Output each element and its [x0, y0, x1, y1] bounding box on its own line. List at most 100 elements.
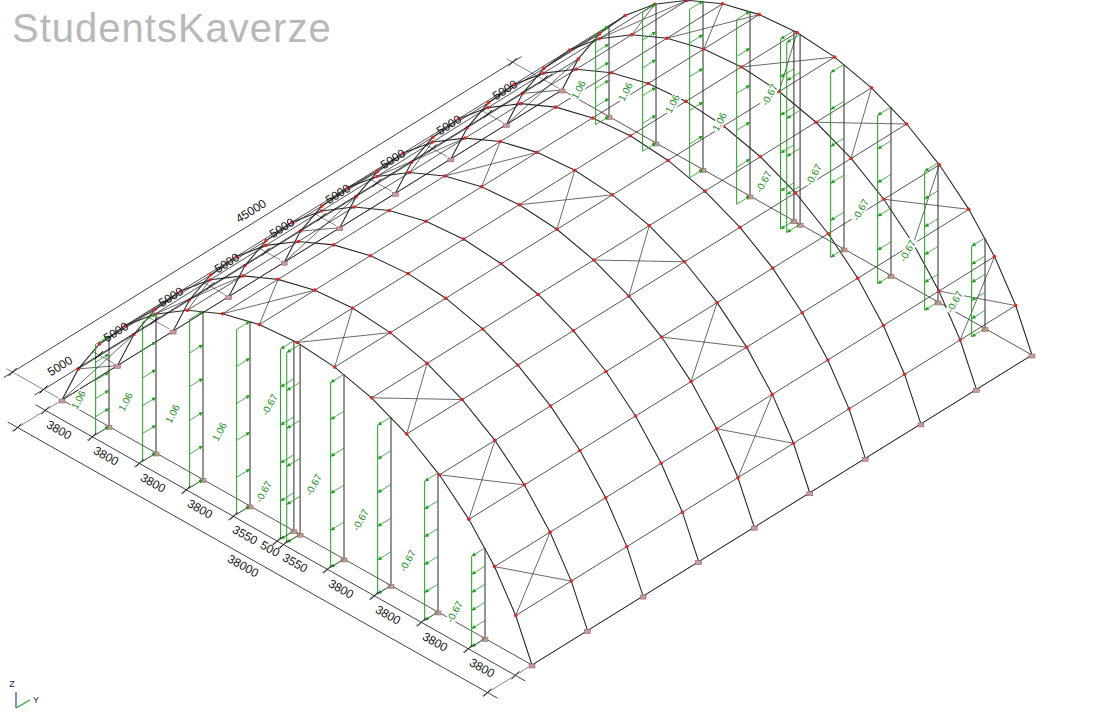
support-symbol [281, 261, 287, 265]
arrow-head [287, 463, 291, 467]
extension-line [482, 679, 510, 696]
load-arrow [143, 370, 156, 378]
support-symbol [559, 89, 565, 93]
dimension-label: 3800 [185, 497, 214, 521]
node-dot [740, 65, 744, 69]
dimension-line [4, 57, 522, 378]
node-dot [241, 274, 245, 278]
bracing-line [523, 90, 562, 93]
purlin-line [259, 15, 759, 325]
load-arrow [331, 522, 344, 530]
dimension-label: 38000 [225, 553, 260, 580]
node-dot [463, 136, 467, 140]
node-dot [500, 262, 504, 266]
node-dot [295, 341, 299, 345]
dimension-label: 5000 [490, 78, 519, 102]
node-dot [481, 327, 485, 331]
dimension-line [35, 405, 525, 681]
extension-line [259, 248, 280, 260]
node-dot [431, 140, 435, 144]
gable-base-line [62, 400, 532, 665]
arch-frame [451, 69, 921, 424]
gable-post [985, 238, 986, 329]
load-arrow [472, 548, 485, 556]
arch-frame [395, 104, 865, 459]
node-dot [542, 67, 546, 71]
load-arrow [737, 196, 750, 204]
support-symbol [918, 423, 924, 427]
node-dot [462, 237, 466, 241]
arrow-head [246, 506, 250, 510]
load-arrow [737, 48, 750, 56]
arch-frame [562, 0, 1032, 355]
arrow-head [787, 115, 791, 119]
load-arrow [425, 556, 438, 564]
node-dot [574, 67, 578, 71]
arch-frame [118, 276, 588, 631]
node-dot [264, 244, 268, 248]
gable-post [609, 26, 610, 117]
gable-post [750, 11, 751, 196]
support-symbol [529, 664, 535, 668]
load-arrow [596, 62, 609, 70]
load-arrow [596, 26, 609, 34]
arrow-head [105, 354, 109, 358]
node-dot [313, 288, 317, 292]
load-arrow [378, 484, 391, 492]
load-arrow [331, 485, 344, 493]
node-dot [758, 13, 762, 17]
arrow-head [472, 607, 476, 611]
node-dots [76, 0, 1017, 617]
node-dot [444, 296, 448, 300]
node-dot [833, 55, 837, 59]
arrow-head [105, 372, 109, 376]
arrow-head [699, 1, 703, 5]
node-dot [460, 398, 464, 402]
node-dot [745, 345, 749, 349]
arrow-head [281, 421, 285, 425]
purlin-line [297, 33, 797, 343]
node-dot [431, 135, 435, 139]
node-dot [847, 407, 851, 411]
node-dot [519, 102, 523, 106]
load-arrow [787, 110, 800, 118]
arrow-head [972, 297, 976, 301]
arrow-head [781, 149, 785, 153]
dimension-label: 5000 [434, 113, 463, 137]
load-line [330, 382, 331, 567]
arrow-head [281, 497, 285, 501]
load-arrow [331, 448, 344, 456]
node-dot [665, 36, 669, 40]
node-dot [759, 155, 763, 159]
arch-frame [284, 173, 754, 528]
load-arrow [331, 374, 344, 382]
bracing-line [557, 170, 575, 229]
node-dot [660, 335, 664, 339]
gable-post [438, 473, 439, 612]
arrow-head [787, 77, 791, 81]
load-line [642, 12, 643, 151]
node-dot [572, 329, 576, 333]
arrow-head [331, 453, 335, 457]
purlin-line [439, 165, 939, 475]
axis-label: Z [9, 680, 15, 689]
support-symbol [337, 227, 343, 231]
load-arrow [96, 354, 109, 362]
dimension-label: 3800 [373, 603, 402, 627]
load-arrow [972, 329, 985, 337]
dimension-label: 5000 [268, 216, 297, 240]
extension-line [315, 214, 336, 226]
node-dot [375, 175, 379, 179]
node-dot [703, 189, 707, 193]
node-dot [209, 273, 213, 277]
node-dot [438, 473, 442, 477]
arrow-head [331, 379, 335, 383]
load-arrow [972, 292, 985, 300]
wind-load-value: -0.67 [398, 548, 418, 575]
load-line [286, 353, 287, 543]
node-dot [625, 545, 629, 549]
gable-post [938, 163, 939, 302]
bracing-line [301, 228, 340, 231]
dimension-label: 5000 [379, 147, 408, 171]
wind-load-value: -0.67 [804, 162, 824, 189]
